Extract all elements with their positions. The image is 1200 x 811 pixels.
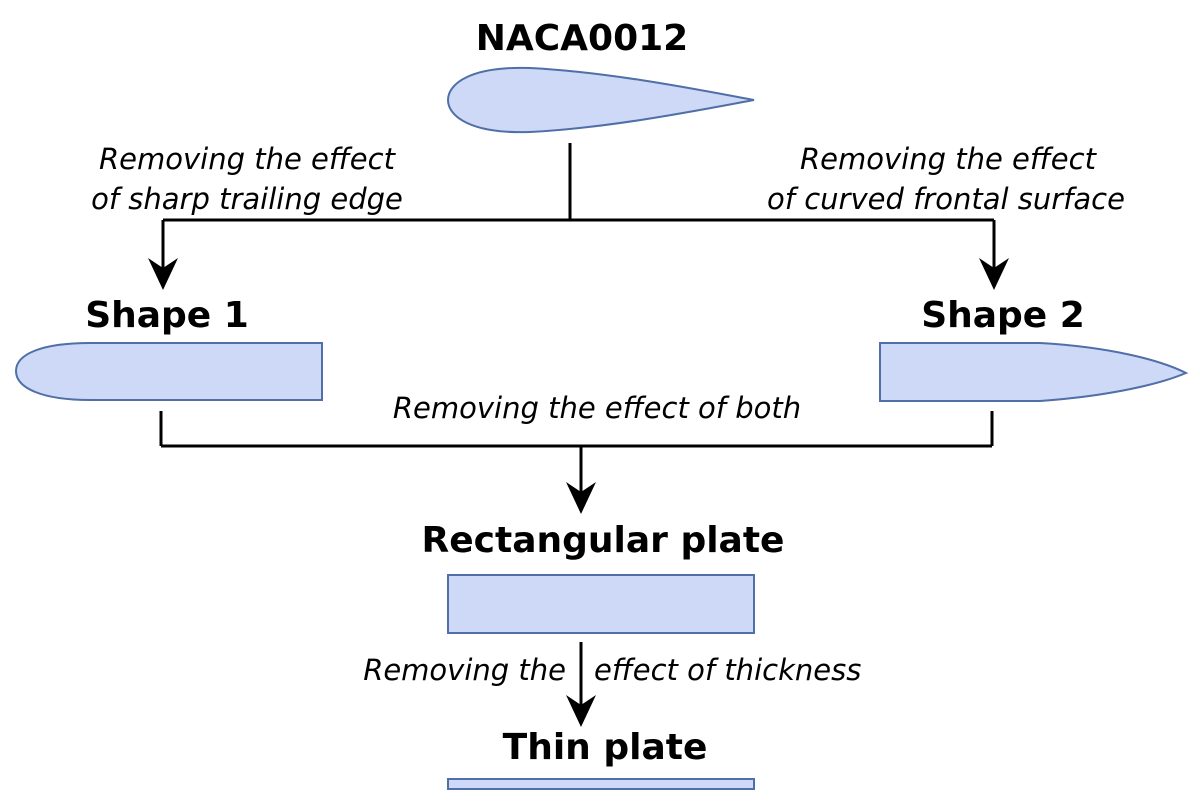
edge-label-both: Removing the effect of both	[393, 391, 801, 425]
shape1-title: Shape 1	[85, 295, 249, 336]
naca0012-airfoil-shape	[446, 66, 755, 134]
thin-plate-shape	[447, 778, 755, 790]
arrowhead-to-thin-plate	[566, 695, 596, 727]
arrowhead-to-shape1	[148, 258, 178, 290]
edge-label-shape1-line2: of sharp trailing edge	[91, 182, 403, 216]
shape1-blunt-trailing-edge-shape	[14, 342, 323, 401]
shape2-title: Shape 2	[921, 295, 1085, 336]
shape2-flat-front-shape	[879, 342, 1189, 402]
edge-label-shape1-line1: Removing the effect	[99, 142, 397, 176]
edge-label-thickness-right: effect of thickness	[594, 653, 861, 687]
naca0012-title: NACA0012	[476, 18, 688, 59]
arrowhead-to-rectangular-plate	[566, 482, 596, 514]
thin-plate-title: Thin plate	[503, 727, 708, 768]
edge-label-thickness-left: Removing the	[363, 653, 566, 687]
rectangular-plate-title: Rectangular plate	[422, 520, 785, 561]
arrowhead-to-shape2	[979, 258, 1009, 290]
edge-label-shape2-line2: of curved frontal surface	[767, 182, 1125, 216]
rectangular-plate-shape	[447, 574, 755, 634]
edge-label-shape2-line1: Removing the effect	[800, 142, 1098, 176]
